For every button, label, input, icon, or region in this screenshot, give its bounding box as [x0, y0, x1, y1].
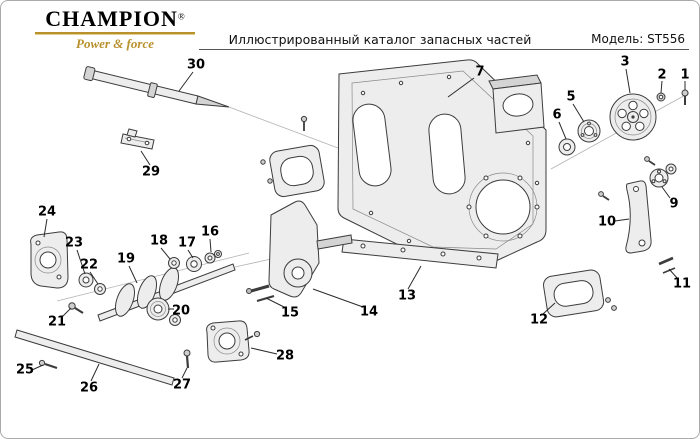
- brand-underline: [35, 32, 195, 35]
- part-23-bearing: [78, 272, 94, 288]
- part-12-chute-base: [543, 269, 605, 318]
- fastener-cluster-right: [598, 156, 656, 201]
- part-6-bearing: [558, 138, 576, 156]
- part-22-collar: [94, 283, 106, 295]
- part-11-pin: [658, 256, 676, 274]
- part-side-cover: [269, 144, 325, 198]
- part-14-gear-case: [268, 200, 353, 298]
- part-18-washer: [168, 257, 180, 269]
- brand-name-row: CHAMPION®: [31, 6, 199, 32]
- header-divider: [199, 49, 689, 50]
- part-16-washer-set: [204, 250, 222, 264]
- part-25-bolt: [38, 359, 58, 370]
- part-20-sprocket: [146, 297, 181, 326]
- part-5-flange: [577, 119, 601, 143]
- part-10-support-bracket: [625, 180, 652, 254]
- part-28-bearing-plate: [206, 320, 261, 363]
- page-title: Иллюстрированный каталог запасных частей: [228, 32, 532, 47]
- part-9-bearing-flange: [649, 163, 677, 188]
- part-24-bearing-bracket: [30, 231, 69, 289]
- leader-lines: [31, 68, 686, 382]
- part-29-clamp: [120, 128, 155, 150]
- part-2-nut: [656, 92, 666, 102]
- brand-logo: CHAMPION® Power & force: [31, 6, 199, 52]
- part-13-scraper-bar: [341, 238, 499, 269]
- model-label: Модель: ST556: [591, 32, 685, 46]
- part-1-bolt: [681, 89, 689, 105]
- part-17-bearing: [186, 256, 202, 272]
- part-7-auger-housing: [337, 59, 547, 262]
- part-3-pulley: [609, 93, 657, 141]
- registered-trademark-icon: ®: [177, 11, 185, 22]
- part-26-axle-shaft: [14, 329, 175, 386]
- fastener-cluster-near-12: [605, 297, 617, 311]
- brand-tagline: Power & force: [76, 36, 154, 51]
- part-27-bolt: [183, 349, 191, 369]
- part-21-bolt: [68, 302, 84, 314]
- part-30-auger-shaft: [83, 66, 230, 108]
- fastener-cluster-left: [260, 115, 308, 184]
- part-15-shear-pin: [246, 284, 275, 302]
- brand-name: CHAMPION: [45, 6, 178, 31]
- part-19-auger: [97, 263, 236, 322]
